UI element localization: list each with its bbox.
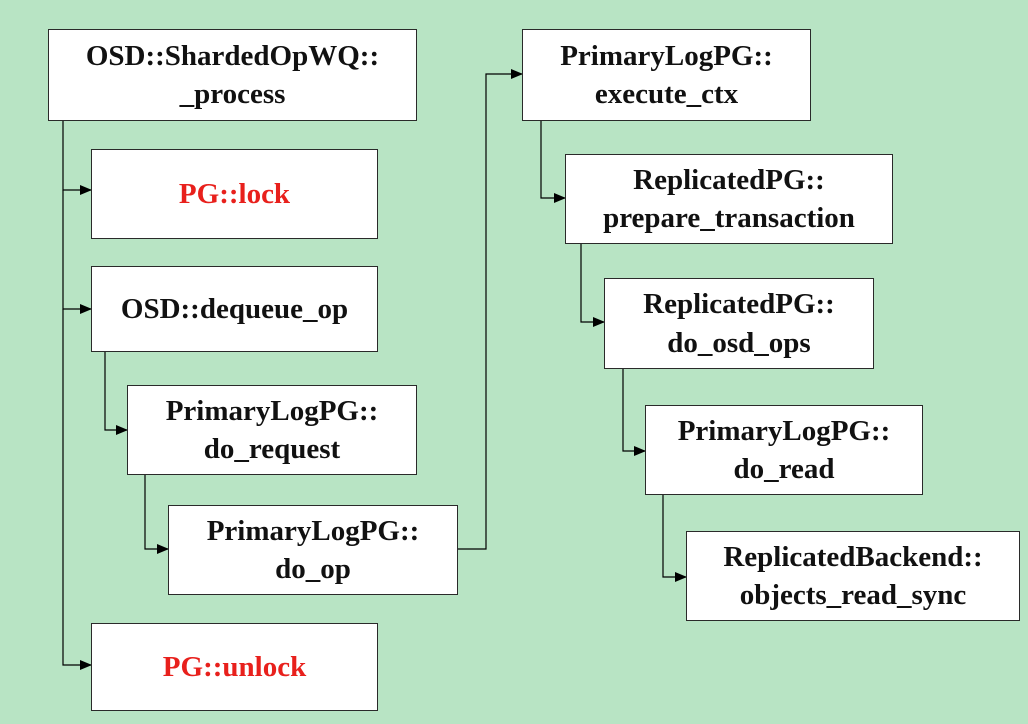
edge-do-read-to-objects-read-sync	[662, 495, 687, 582]
node-pg-unlock: PG::unlock	[91, 623, 378, 711]
node-label-line2: execute_ctx	[594, 78, 739, 110]
edge-do-request-to-do-op	[144, 475, 169, 554]
node-label-line1: OSD::ShardedOpWQ::	[85, 39, 380, 72]
node-label-line2: do_osd_ops	[667, 326, 811, 359]
node-label-line1: ReplicatedPG::	[643, 288, 835, 321]
node-label-line2: do_op	[275, 553, 351, 585]
node-label-line1: PrimaryLogPG::	[560, 39, 773, 72]
node-label-line1: PG::lock	[178, 177, 291, 210]
node-do-op: PrimaryLogPG:: do_op	[168, 505, 458, 595]
node-label-line1: PG::unlock	[162, 650, 307, 683]
node-label-line1: PrimaryLogPG::	[677, 414, 891, 447]
node-label-line2: prepare_transaction	[603, 202, 855, 234]
node-execute-ctx: PrimaryLogPG:: execute_ctx	[522, 29, 811, 121]
node-sharded-opwq-process: OSD::ShardedOpWQ:: _process	[48, 29, 417, 121]
edge-do-op-to-execute-ctx	[458, 69, 523, 550]
edge-process-to-dequeue	[62, 190, 92, 314]
node-osd-dequeue-op: OSD::dequeue_op	[91, 266, 378, 352]
node-label-line1: OSD::dequeue_op	[120, 292, 349, 325]
node-label-line2: do_request	[203, 433, 341, 465]
node-label-line1: PrimaryLogPG::	[165, 394, 379, 427]
node-label-line1: ReplicatedBackend::	[723, 540, 983, 573]
edge-do-osd-ops-to-do-read	[622, 369, 646, 456]
node-label-line1: ReplicatedPG::	[633, 163, 825, 196]
edge-prepare-to-do-osd-ops	[580, 244, 605, 327]
node-objects-read-sync: ReplicatedBackend:: objects_read_sync	[686, 531, 1020, 621]
node-label-line1: PrimaryLogPG::	[206, 514, 420, 547]
node-label-line2: _process	[179, 78, 286, 110]
node-label-line2: objects_read_sync	[739, 579, 967, 611]
node-prepare-transaction: ReplicatedPG:: prepare_transaction	[565, 154, 893, 244]
node-do-request: PrimaryLogPG:: do_request	[127, 385, 417, 475]
node-do-osd-ops: ReplicatedPG:: do_osd_ops	[604, 278, 874, 369]
edge-process-to-lock	[62, 121, 92, 195]
node-label-line2: do_read	[733, 453, 835, 485]
node-do-read: PrimaryLogPG:: do_read	[645, 405, 923, 495]
edge-process-to-unlock	[62, 309, 92, 670]
edge-dequeue-to-do-request	[104, 352, 128, 435]
edge-execute-ctx-to-prepare	[540, 121, 566, 203]
node-pg-lock: PG::lock	[91, 149, 378, 239]
